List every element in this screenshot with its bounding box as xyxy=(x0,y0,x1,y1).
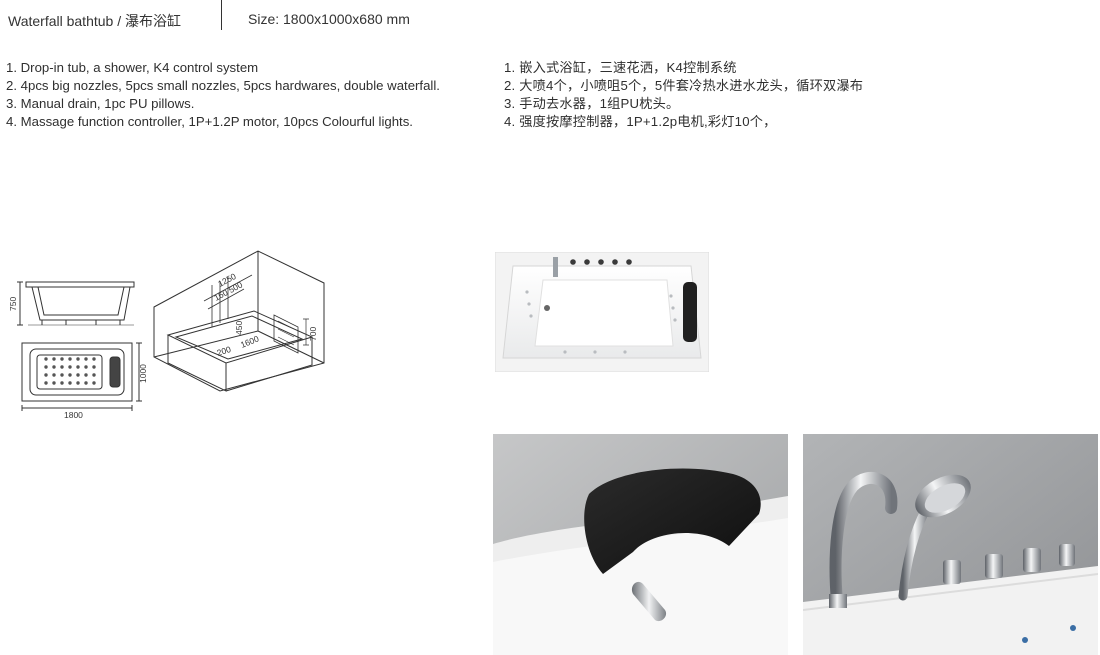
dim-height-label: 750 xyxy=(8,297,18,311)
feature-item: 1. Drop-in tub, a shower, K4 control sys… xyxy=(6,60,259,75)
dim-450-label: 450 xyxy=(234,321,244,335)
pillow-closeup-image xyxy=(493,434,788,655)
product-size: Size: 1800x1000x680 mm xyxy=(248,11,410,27)
feature-item: 1. 嵌入式浴缸，三速花洒，K4控制系统 xyxy=(504,60,737,75)
dim-length-label: 1800 xyxy=(64,410,83,420)
title-divider xyxy=(221,0,222,30)
isometric-view xyxy=(153,250,325,392)
dim-700-label: 700 xyxy=(308,327,318,341)
feature-item: 2. 大喷4个，小喷咀5个，5件套冷热水进水龙头，循环双瀑布 xyxy=(504,78,864,93)
faucet-closeup-image xyxy=(803,434,1098,655)
plan-nozzles xyxy=(44,357,96,385)
pillow-photo-art xyxy=(493,434,788,655)
side-elevation xyxy=(17,281,135,326)
dim-width-label: 1000 xyxy=(138,364,148,383)
plan-view xyxy=(21,342,142,411)
product-title: Waterfall bathtub / 瀑布浴缸 xyxy=(8,13,181,29)
feature-list-chinese: 1. 嵌入式浴缸，三速花洒，K4控制系统 2. 大喷4个，小喷咀5个，5件套冷热… xyxy=(504,59,863,131)
faucet-photo-art xyxy=(803,434,1098,655)
bathtub-top-view-image xyxy=(495,252,709,372)
feature-item: 4. 强度按摩控制器，1P+1.2p电机,彩灯10个， xyxy=(504,114,777,129)
feature-item: 3. 手动去水器，1组PU枕头。 xyxy=(504,96,680,111)
feature-list-english: 1. Drop-in tub, a shower, K4 control sys… xyxy=(6,59,440,131)
technical-drawing: 750 1000 1800 1250 160 500 450 200 1600 … xyxy=(8,250,325,420)
feature-item: 4. Massage function controller, 1P+1.2P … xyxy=(6,114,413,129)
feature-item: 3. Manual drain, 1pc PU pillows. xyxy=(6,96,195,111)
dim-200-label: 200 xyxy=(216,344,233,358)
feature-item: 2. 4pcs big nozzles, 5pcs small nozzles,… xyxy=(6,78,440,93)
